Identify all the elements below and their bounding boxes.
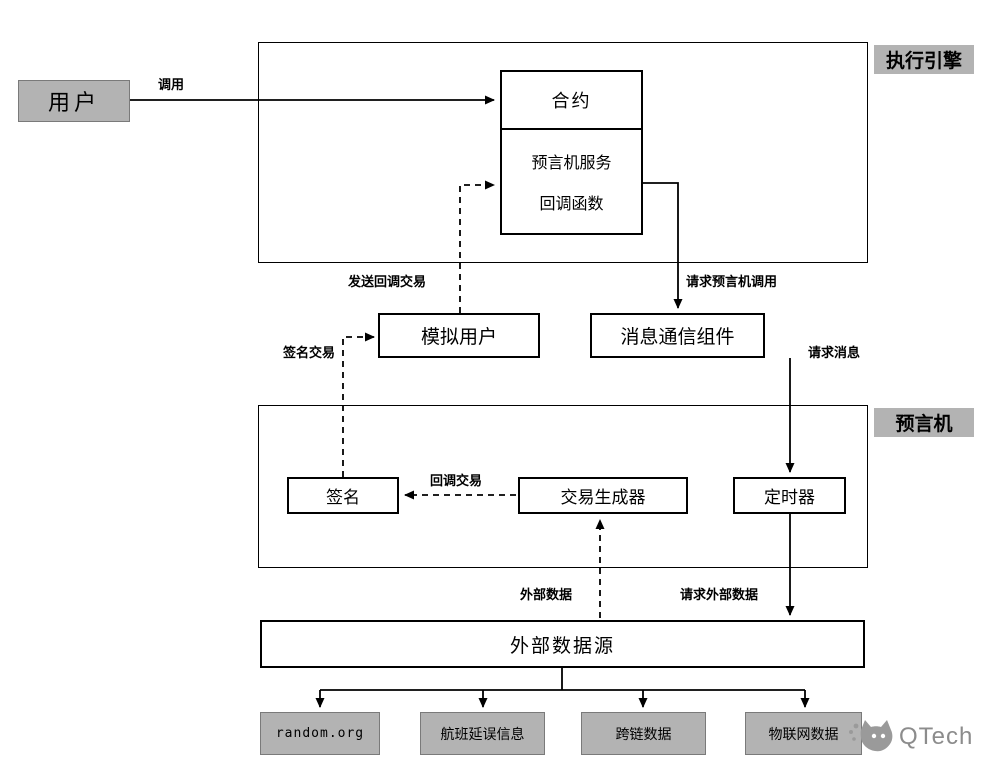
- sign-node: 签名: [287, 477, 399, 514]
- dashed-sign-to-simuser: [342, 332, 375, 477]
- branch-trunk: [320, 668, 805, 691]
- execution-engine-container: [258, 42, 868, 263]
- edge-label-external-data: 外部数据: [520, 587, 573, 602]
- msg-comm-node: 消息通信组件: [590, 313, 765, 358]
- user-node: 用户: [18, 80, 130, 122]
- contract-services: 预言机服务 回调函数: [502, 130, 641, 233]
- dashed-simuser-to-oracleservice: [459, 180, 495, 313]
- source-iot-data: 物联网数据: [745, 712, 862, 755]
- timer-node: 定时器: [733, 477, 846, 514]
- edge-label-request-msg: 请求消息: [808, 345, 861, 360]
- ext-data-source-node: 外部数据源: [260, 620, 865, 668]
- qtech-logo-text: QTech: [899, 723, 974, 750]
- execution-engine-label: 执行引擎: [874, 45, 974, 74]
- source-flight-delay: 航班延误信息: [420, 712, 545, 755]
- oracle-service-node: 预言机服务: [531, 154, 612, 172]
- contract-node: 合约: [502, 72, 641, 130]
- source-random-org: random.org: [260, 712, 380, 755]
- tx-generator-node: 交易生成器: [518, 477, 688, 514]
- contract-stack: 合约 预言机服务 回调函数: [500, 70, 643, 235]
- edge-label-request-external-data: 请求外部数据: [680, 587, 759, 602]
- oracle-label: 预言机: [874, 408, 974, 437]
- arrow-contract-to-msgcomm: [643, 182, 683, 309]
- edge-label-invoke: 调用: [158, 77, 185, 92]
- sim-user-node: 模拟用户: [378, 313, 540, 358]
- edge-label-sign-tx: 签名交易: [283, 345, 336, 360]
- callback-fn-node: 回调函数: [539, 196, 604, 214]
- edge-label-request-oracle-call: 请求预言机调用: [686, 274, 778, 289]
- edge-label-callback-tx: 回调交易: [430, 473, 483, 488]
- source-cross-chain: 跨链数据: [581, 712, 706, 755]
- qtech-logo: QTech: [847, 714, 973, 760]
- edge-label-send-callback-tx: 发送回调交易: [348, 274, 427, 289]
- qtech-cat-icon: [849, 720, 893, 752]
- oracle-container: [258, 405, 868, 568]
